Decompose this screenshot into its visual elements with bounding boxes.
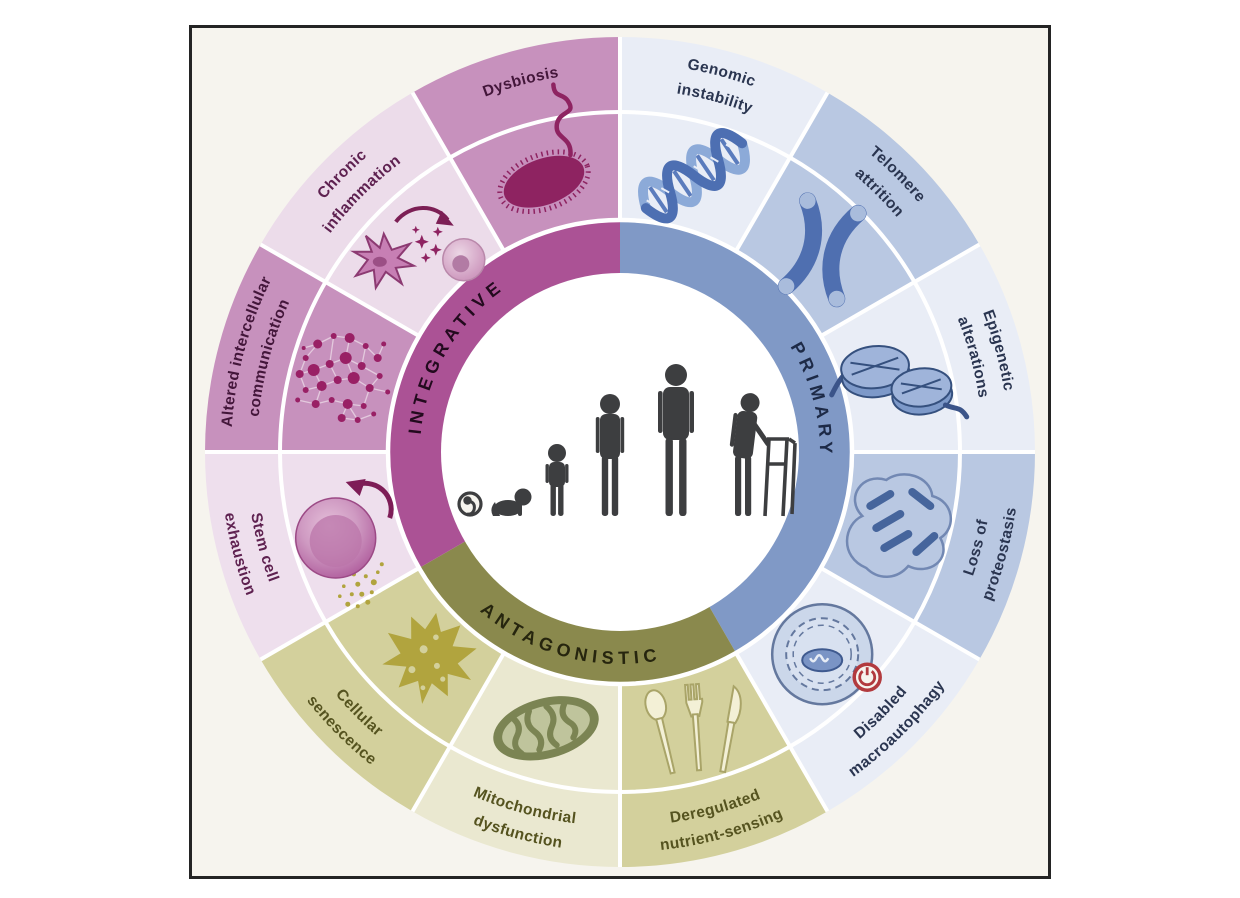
sector-epigenetic-alterations [820,244,1035,452]
chromosome-icon [777,192,867,308]
walker-icon [763,437,797,517]
sector-separator [733,650,830,813]
embryo-silhouette [457,491,483,517]
older-adult-with-walker-silhouette [729,393,797,517]
stem-cell-icon [294,479,394,579]
sector-separator [259,242,422,339]
crawling-infant-silhouette [491,488,532,516]
adult-silhouette [658,364,694,516]
sector-separator [733,91,830,254]
sector-cellular-senescence [260,568,504,812]
hallmarks-wheel-svg: GenomicinstabilityTelomereattritionEpige… [205,37,1035,867]
sector-chronic-inflammation [260,92,504,336]
autophagosome-icon [770,602,882,706]
cutlery-icon [644,682,742,775]
category-arc-primary [620,219,853,654]
misfolded-protein-icon [845,473,953,578]
sector-dysbiosis [412,37,620,252]
sector-separator [410,91,507,254]
inflammation-icon [350,206,486,291]
toddler-silhouette [545,444,569,516]
sector-separator [818,242,981,339]
sector-separator [259,565,422,662]
sector-separator [818,565,981,662]
sector-separator [410,650,507,813]
life-stages-silhouettes [457,364,797,517]
nucleosome-icon [829,344,970,420]
network-icon [295,333,391,423]
adolescent-silhouette [595,394,625,516]
dna-icon [637,128,751,224]
mitochondrion-icon [493,696,599,761]
